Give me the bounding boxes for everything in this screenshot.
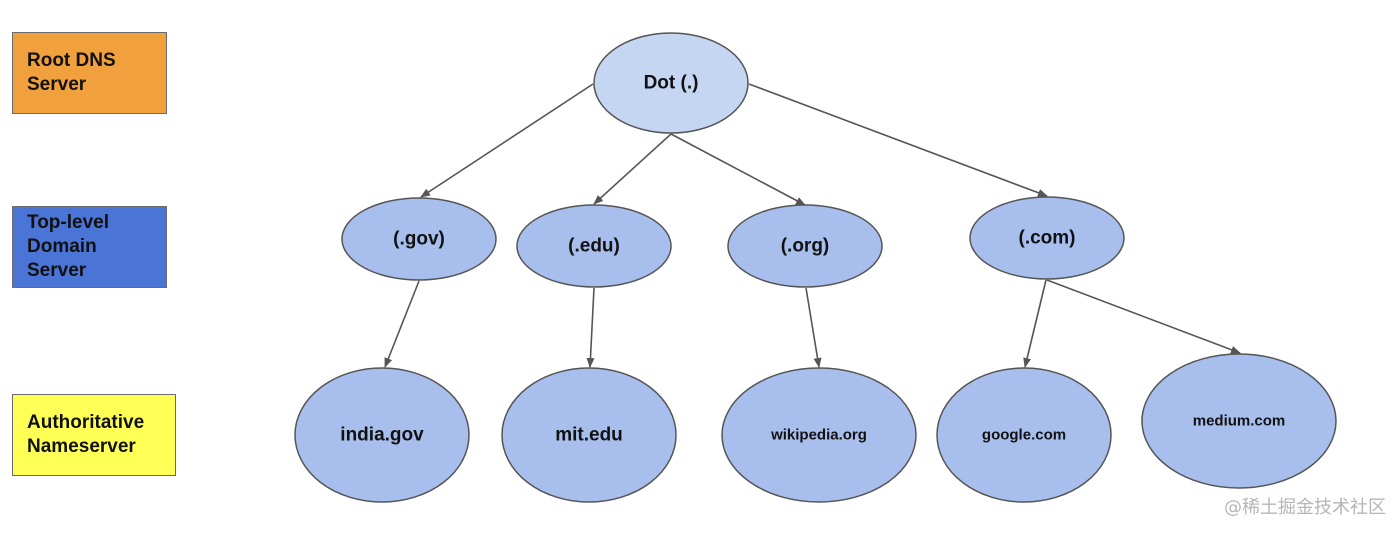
edge-dot-to-edu [593, 133, 672, 205]
node-mit-ellipse [501, 367, 677, 503]
node-dot-label: Dot (.) [644, 73, 699, 94]
node-dot-ellipse [593, 32, 749, 134]
node-medium-label: medium.com [1193, 413, 1286, 430]
legend-root-dns-server: Root DNS Server [12, 32, 167, 114]
node-gov-ellipse [341, 197, 497, 281]
node-google: google.com [936, 367, 1112, 503]
node-wikipedia: wikipedia.org [721, 367, 917, 503]
node-wikipedia-label: wikipedia.org [770, 427, 867, 444]
node-edu-label: (.edu) [568, 236, 620, 257]
node-org-ellipse [727, 204, 883, 288]
edge-edu-to-mit [586, 287, 595, 368]
edge-dot-to-gov [420, 83, 594, 198]
node-com-ellipse [969, 196, 1125, 280]
legend-authoritative-nameserver: Authoritative Nameserver [12, 394, 176, 476]
node-mit-label: mit.edu [555, 425, 623, 446]
node-gov: (.gov) [341, 197, 497, 281]
node-mit: mit.edu [501, 367, 677, 503]
node-edu-ellipse [516, 204, 672, 288]
edge-dot-to-org [670, 133, 806, 206]
edge-com-to-google [1023, 279, 1047, 368]
node-india-ellipse [294, 367, 470, 503]
node-google-ellipse [936, 367, 1112, 503]
node-org-label: (.org) [781, 236, 830, 257]
edge-com-to-medium [1046, 279, 1241, 354]
nodes-layer: Dot (.) (.gov) (.edu) (.org) (.com) india.gov… [294, 32, 1337, 503]
edge-dot-to-com [748, 83, 1048, 197]
node-gov-label: (.gov) [393, 229, 445, 250]
node-com-label: (.com) [1019, 228, 1076, 249]
node-google-label: google.com [982, 427, 1066, 444]
node-wikipedia-ellipse [721, 367, 917, 503]
edge-gov-to-india [384, 280, 420, 368]
node-medium: medium.com [1141, 353, 1337, 489]
node-edu: (.edu) [516, 204, 672, 288]
node-com: (.com) [969, 196, 1125, 280]
edge-org-to-wikipedia [805, 287, 822, 368]
legend-tld-label: Top-level Domain Server [27, 212, 109, 281]
node-dot: Dot (.) [593, 32, 749, 134]
edges-layer [384, 83, 1241, 368]
node-india-label: india.gov [340, 425, 424, 446]
node-org: (.org) [727, 204, 883, 288]
watermark-text: @稀土掘金技术社区 [1224, 497, 1386, 518]
legend-auth-label: Authoritative Nameserver [27, 412, 145, 457]
node-india: india.gov [294, 367, 470, 503]
legend-root-label: Root DNS Server [27, 50, 116, 95]
node-medium-ellipse [1141, 353, 1337, 489]
legend-top-level-domain-server: Top-level Domain Server [12, 206, 167, 288]
